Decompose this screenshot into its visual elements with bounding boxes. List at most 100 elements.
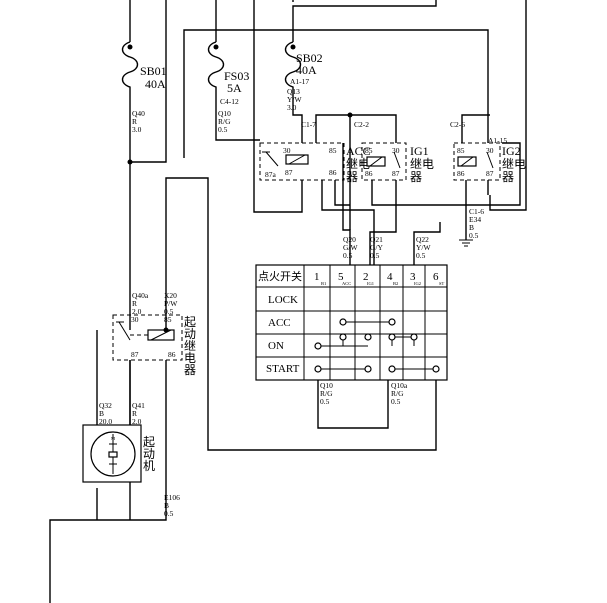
relay-ig1: C2-2 IG1 继电 器 85 30 86 87 — [354, 120, 434, 184]
wire-acc-87 — [334, 180, 350, 206]
wire-label-q32-2: B — [99, 409, 104, 418]
relay-acc-label-1: ACC — [346, 144, 371, 158]
junction-x20 — [163, 327, 169, 333]
wire-labels: Q40 R 3.0 Q10 R/G 0.5 Q13 Y/W 3.0 Q40a R… — [99, 87, 484, 518]
wire-label-q40-3: 3.0 — [132, 125, 142, 134]
junction-dots — [127, 112, 353, 333]
wire-loop-a — [130, 68, 167, 163]
ignition-switch-sub-ig1: IG1 — [367, 281, 374, 286]
wire-label-q13-1: Q13 — [287, 87, 300, 96]
wire-acc-85 — [315, 114, 351, 230]
relay-acc-label-3: 器 — [346, 170, 358, 184]
ignition-switch-col-6: 6 — [433, 271, 439, 283]
relay-ig1-box — [361, 142, 407, 181]
relay-ig1-label-1: IG1 — [410, 144, 429, 158]
relay-acc-coil-mark — [288, 154, 306, 165]
wire-label-q20-3: 0.5 — [343, 251, 353, 260]
wire-ig1-87 — [369, 180, 397, 265]
relay-ig2-pin-85: 85 — [457, 146, 465, 155]
wire-top-e — [292, 0, 437, 42]
relay-ig2-conn: C2-6 — [450, 120, 465, 129]
fuse-fs03: FS03 5A C4-12 — [207, 41, 249, 106]
relay-start-box — [112, 314, 183, 361]
ignition-switch-start-pin-2 — [364, 365, 372, 373]
wire-label-x20-3: 0.5 — [164, 307, 174, 316]
fuse-sb02: SB02 40A A1-17 — [284, 41, 323, 95]
wire-label-q22-2: Y/W — [416, 243, 432, 252]
fuse-sb02-rating: 40A — [296, 63, 317, 77]
wire-label-q40a-1: Q40a — [132, 291, 149, 300]
relay-start-switch — [116, 321, 131, 341]
wire-label-q20-1: Q20 — [343, 235, 356, 244]
wire-label-x20-2: P/W — [164, 299, 178, 308]
wire-label-q21-1: Q21 — [370, 235, 383, 244]
wire-label-q10a-3: 0.5 — [391, 397, 401, 406]
wire-label-q41-1: Q41 — [132, 401, 145, 410]
wire-acc-86 — [321, 180, 375, 265]
ignition-switch-title: 点火开关 — [258, 269, 302, 283]
wire-label-q10-2: R/G — [218, 117, 231, 126]
relay-ig2-coil-mark — [460, 156, 474, 167]
ignition-switch-table: 点火开关 1 5 2 4 3 6 B1 ACC IG1 B2 IG2 ST LO… — [255, 264, 448, 381]
relay-acc-pin-30: 30 — [283, 146, 291, 155]
wire-label-q40a-3: 2.0 — [132, 307, 142, 316]
relay-acc-pin-86: 86 — [329, 168, 337, 177]
relay-ig2-label-2: 继电 — [502, 157, 526, 171]
fuse-fs03-rating: 5A — [227, 81, 242, 95]
relay-start-label-4: 电 — [184, 351, 196, 365]
fuse-sb02-conn: A1-17 — [290, 77, 309, 86]
wire-ig1-86 — [371, 142, 521, 206]
starter-motor: M 起 动 机 — [82, 424, 155, 483]
ignition-switch-start-pin-4 — [388, 365, 396, 373]
wire-label-q13-3: 3.0 — [287, 103, 297, 112]
ignition-switch-acc-pin-5 — [339, 318, 347, 326]
starter-motor-label-1: 起 — [143, 435, 155, 449]
relay-acc-box — [259, 142, 345, 181]
ignition-switch-row-acc: ACC — [268, 317, 291, 329]
relay-ig2-label-1: IG2 — [502, 144, 521, 158]
wire-label-q40-2: R — [132, 117, 137, 126]
wire-ig1-top — [350, 114, 397, 143]
fuse-fs03-node — [213, 44, 219, 50]
relay-ig2-box — [453, 142, 501, 181]
relay-start: 30 85 87 86 起 动 继 电 器 — [112, 314, 196, 377]
wire-top-bus — [183, 29, 489, 158]
wire-label-q32-1: Q32 — [99, 401, 112, 410]
relay-ig1-pin-30: 30 — [392, 146, 400, 155]
relay-start-label-3: 继 — [184, 339, 196, 353]
wire-label-q20-2: G/W — [343, 243, 359, 252]
ignition-switch-row-lock: LOCK — [268, 294, 298, 306]
fuse-fs03-symbol — [207, 41, 225, 95]
wire-label-e106-1: E106 — [164, 493, 180, 502]
wire-label-q10b-1: Q10 — [320, 381, 333, 390]
wire-acc-left — [253, 42, 303, 213]
wire-label-e106-3: 0.5 — [164, 509, 174, 518]
relay-ig1-coil-mark — [369, 156, 383, 167]
fuse-sb01-name: SB01 — [140, 64, 167, 78]
ignition-switch-col-1: 1 — [314, 271, 320, 283]
wire-label-q40a-2: R — [132, 299, 137, 308]
ignition-switch-on-pin-1 — [314, 342, 322, 350]
wire-label-e34-1: C1-6 — [469, 207, 484, 216]
fuse-sb02-symbol — [284, 41, 302, 95]
relay-ig2-pin-30: 30 — [486, 146, 494, 155]
wire-acc-out — [342, 143, 351, 265]
relay-start-pin-85: 85 — [164, 315, 172, 324]
ignition-switch-sub-st: ST — [439, 281, 445, 286]
ignition-switch-acc-pin-4 — [388, 318, 396, 326]
ignition-switch-row-start: START — [266, 363, 300, 375]
relay-acc-conn: C1-7 — [301, 120, 316, 129]
relay-acc-pin-87: 87 — [285, 168, 293, 177]
ignition-switch-row-on: ON — [268, 340, 284, 352]
wire-q10-loop — [317, 380, 389, 429]
starter-motor-label-3: 机 — [143, 459, 155, 473]
ignition-switch-col-2: 2 — [363, 271, 369, 283]
wire-label-e34-2: E34 — [469, 215, 481, 224]
fuse-fs03-name: FS03 — [224, 69, 249, 83]
ignition-switch-on-pin-5 — [339, 333, 347, 341]
wire-fs03-down — [215, 95, 260, 141]
wire-label-e34-3: B — [469, 223, 474, 232]
fuse-sb01-node — [127, 44, 133, 50]
relay-ig1-pin-86: 86 — [365, 169, 373, 178]
